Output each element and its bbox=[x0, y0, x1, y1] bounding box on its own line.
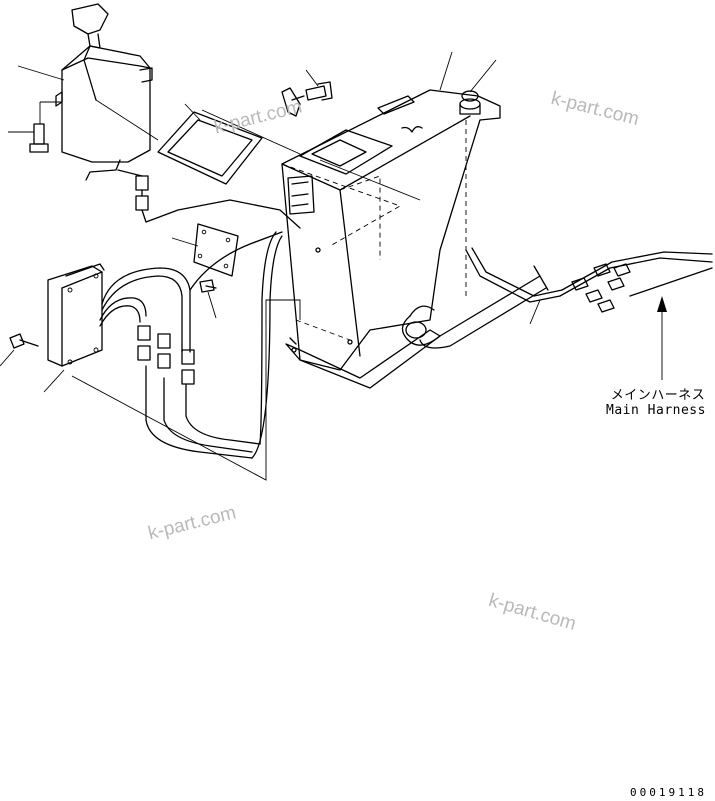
connector bbox=[117, 169, 301, 229]
document-number: 00019118 bbox=[630, 786, 707, 799]
leader-line bbox=[439, 51, 453, 91]
leader-line bbox=[95, 99, 159, 141]
controller-box bbox=[47, 263, 105, 367]
bolt bbox=[9, 333, 39, 349]
leader-line bbox=[17, 65, 65, 81]
leader-line bbox=[43, 369, 65, 393]
small-cover bbox=[193, 223, 239, 277]
harness-branch bbox=[465, 247, 713, 303]
leader-line bbox=[305, 69, 319, 87]
cover-plate bbox=[157, 103, 263, 185]
console-body bbox=[281, 89, 501, 389]
callout-label-en: Main Harness bbox=[606, 403, 706, 418]
hidden-line bbox=[339, 175, 381, 260]
bolt bbox=[8, 123, 49, 153]
wiring-harness bbox=[99, 231, 283, 459]
bolt bbox=[305, 81, 333, 101]
callout-label-jp: メインハーネス bbox=[610, 388, 706, 403]
arrow-head bbox=[657, 296, 667, 312]
leader-line bbox=[319, 159, 421, 201]
leader-line bbox=[0, 349, 15, 367]
leader-line bbox=[71, 299, 301, 481]
connector bbox=[137, 325, 195, 385]
leader-line bbox=[207, 291, 217, 319]
bolt bbox=[199, 279, 217, 293]
hose bbox=[401, 265, 549, 349]
connector bbox=[571, 263, 631, 313]
leader-line bbox=[529, 299, 541, 325]
shift-lever-assembly bbox=[55, 3, 153, 181]
leader-line bbox=[201, 109, 301, 155]
leader-line bbox=[171, 237, 199, 247]
leader-line bbox=[469, 59, 497, 93]
bracket bbox=[281, 87, 305, 117]
hidden-line bbox=[295, 319, 351, 341]
filler-cap bbox=[459, 90, 481, 115]
